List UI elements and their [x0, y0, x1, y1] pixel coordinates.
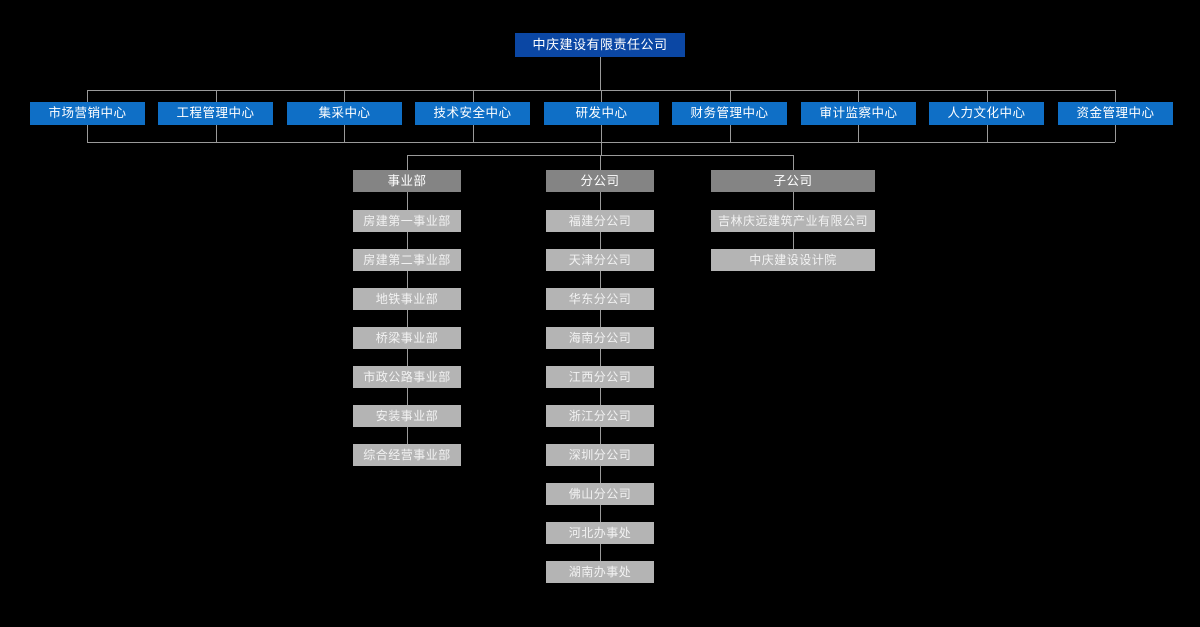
group-item-2-8[interactable]: 佛山分公司	[546, 483, 654, 505]
group-item-connector	[407, 192, 408, 210]
department-drop-connector	[858, 125, 859, 142]
group-item-connector	[600, 232, 601, 249]
group-item-connector	[407, 388, 408, 405]
group-item-1-4[interactable]: 桥梁事业部	[353, 327, 461, 349]
root-node[interactable]: 中庆建设有限责任公司	[515, 33, 685, 57]
group-item-connector	[407, 349, 408, 366]
group-item-2-2[interactable]: 天津分公司	[546, 249, 654, 271]
department-drop-connector	[730, 125, 731, 142]
group-header-3[interactable]: 子公司	[711, 170, 875, 192]
department-node-9[interactable]: 资金管理中心	[1058, 102, 1173, 125]
department-drop-connector	[473, 125, 474, 142]
department-drop-connector	[1115, 125, 1116, 142]
group-item-1-5[interactable]: 市政公路事业部	[353, 366, 461, 388]
department-stem-connector	[473, 90, 474, 102]
group-item-connector	[793, 232, 794, 249]
department-node-5[interactable]: 研发中心	[544, 102, 659, 125]
department-node-2[interactable]: 工程管理中心	[158, 102, 273, 125]
department-node-1[interactable]: 市场营销中心	[30, 102, 145, 125]
department-stem-connector	[344, 90, 345, 102]
group-item-1-2[interactable]: 房建第二事业部	[353, 249, 461, 271]
group-item-2-1[interactable]: 福建分公司	[546, 210, 654, 232]
department-stem-connector	[858, 90, 859, 102]
group-item-2-7[interactable]: 深圳分公司	[546, 444, 654, 466]
group-feed-connector	[601, 142, 602, 155]
department-stem-connector	[601, 90, 602, 102]
department-drop-connector	[87, 125, 88, 142]
group-header-1[interactable]: 事业部	[353, 170, 461, 192]
group-item-connector	[407, 427, 408, 444]
department-drop-connector	[344, 125, 345, 142]
department-drop-connector	[216, 125, 217, 142]
group-item-connector	[600, 388, 601, 405]
group-item-2-3[interactable]: 华东分公司	[546, 288, 654, 310]
department-node-3[interactable]: 集采中心	[287, 102, 402, 125]
group-item-connector	[600, 427, 601, 444]
department-node-7[interactable]: 审计监察中心	[801, 102, 916, 125]
group-item-1-7[interactable]: 综合经营事业部	[353, 444, 461, 466]
group-item-connector	[600, 192, 601, 210]
group-item-connector	[407, 271, 408, 288]
root-stem-connector	[600, 57, 601, 90]
department-stem-connector	[730, 90, 731, 102]
department-drop-connector	[987, 125, 988, 142]
group-item-connector	[793, 192, 794, 210]
department-stem-connector	[87, 90, 88, 102]
group-item-connector	[600, 505, 601, 522]
group-stem-connector	[793, 155, 794, 170]
department-node-8[interactable]: 人力文化中心	[929, 102, 1044, 125]
group-item-1-1[interactable]: 房建第一事业部	[353, 210, 461, 232]
group-item-connector	[600, 349, 601, 366]
group-item-2-10[interactable]: 湖南办事处	[546, 561, 654, 583]
group-item-3-2[interactable]: 中庆建设设计院	[711, 249, 875, 271]
group-item-3-1[interactable]: 吉林庆远建筑产业有限公司	[711, 210, 875, 232]
group-stem-connector	[600, 155, 601, 170]
group-item-2-5[interactable]: 江西分公司	[546, 366, 654, 388]
group-item-connector	[600, 544, 601, 561]
department-stem-connector	[1115, 90, 1116, 102]
group-item-connector	[600, 466, 601, 483]
group-item-connector	[407, 310, 408, 327]
department-node-6[interactable]: 财务管理中心	[672, 102, 787, 125]
group-item-2-9[interactable]: 河北办事处	[546, 522, 654, 544]
group-stem-connector	[407, 155, 408, 170]
group-item-connector	[407, 232, 408, 249]
department-stem-connector	[987, 90, 988, 102]
group-item-2-6[interactable]: 浙江分公司	[546, 405, 654, 427]
group-item-connector	[600, 271, 601, 288]
department-node-4[interactable]: 技术安全中心	[415, 102, 530, 125]
department-drop-connector	[601, 125, 602, 142]
group-header-2[interactable]: 分公司	[546, 170, 654, 192]
group-item-1-3[interactable]: 地铁事业部	[353, 288, 461, 310]
department-stem-connector	[216, 90, 217, 102]
group-item-1-6[interactable]: 安装事业部	[353, 405, 461, 427]
group-item-2-4[interactable]: 海南分公司	[546, 327, 654, 349]
group-item-connector	[600, 310, 601, 327]
